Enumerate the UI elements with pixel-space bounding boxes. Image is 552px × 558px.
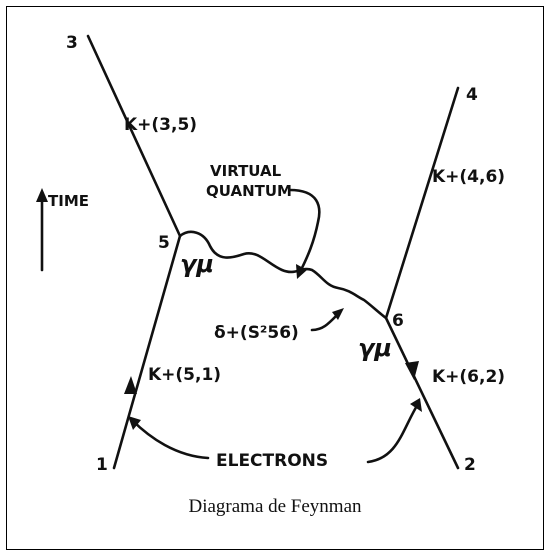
delta-pointer-head [332,308,344,320]
virtual-quantum-pointer [288,188,321,274]
gamma-mu-left: γμ [180,250,214,278]
vertex-3: 3 [66,33,78,53]
delta-label: δ+(S²56) [214,323,299,343]
electrons-pointer-right-head [410,398,422,412]
electrons-pointer-right [366,402,420,464]
vertex-2: 2 [464,455,476,475]
electrons-label: ELECTRONS [216,451,328,471]
virtual-quantum-line1: VIRTUAL [210,162,282,180]
electrons-pointer-left [130,418,210,460]
time-label: TIME [48,192,89,210]
vertex-1: 1 [96,455,108,475]
arrow-up-right [405,361,419,380]
propagator-k62: K+(6,2) [432,367,505,387]
electron-line-6-4 [384,86,460,320]
virtual-quantum-line2: QUANTUM [206,182,292,200]
figure-caption: Diagrama de Feynman [188,496,362,517]
propagator-k51: K+(5,1) [148,365,221,385]
vertex-5: 5 [158,233,170,253]
gamma-mu-right: γμ [358,334,392,362]
electron-line-2-6 [384,316,460,470]
electron-line-5-3 [86,34,182,238]
time-arrowhead [36,188,48,202]
virtual-quantum-pointer-head [296,264,307,279]
electron-line-1-5 [112,234,182,470]
propagator-k46: K+(4,6) [432,167,505,187]
vertex-6: 6 [392,311,404,331]
arrow-up-left [124,376,137,394]
vertex-4: 4 [466,85,478,105]
electrons-pointer-left-head [128,416,141,430]
propagator-k35: K+(3,5) [124,115,197,135]
